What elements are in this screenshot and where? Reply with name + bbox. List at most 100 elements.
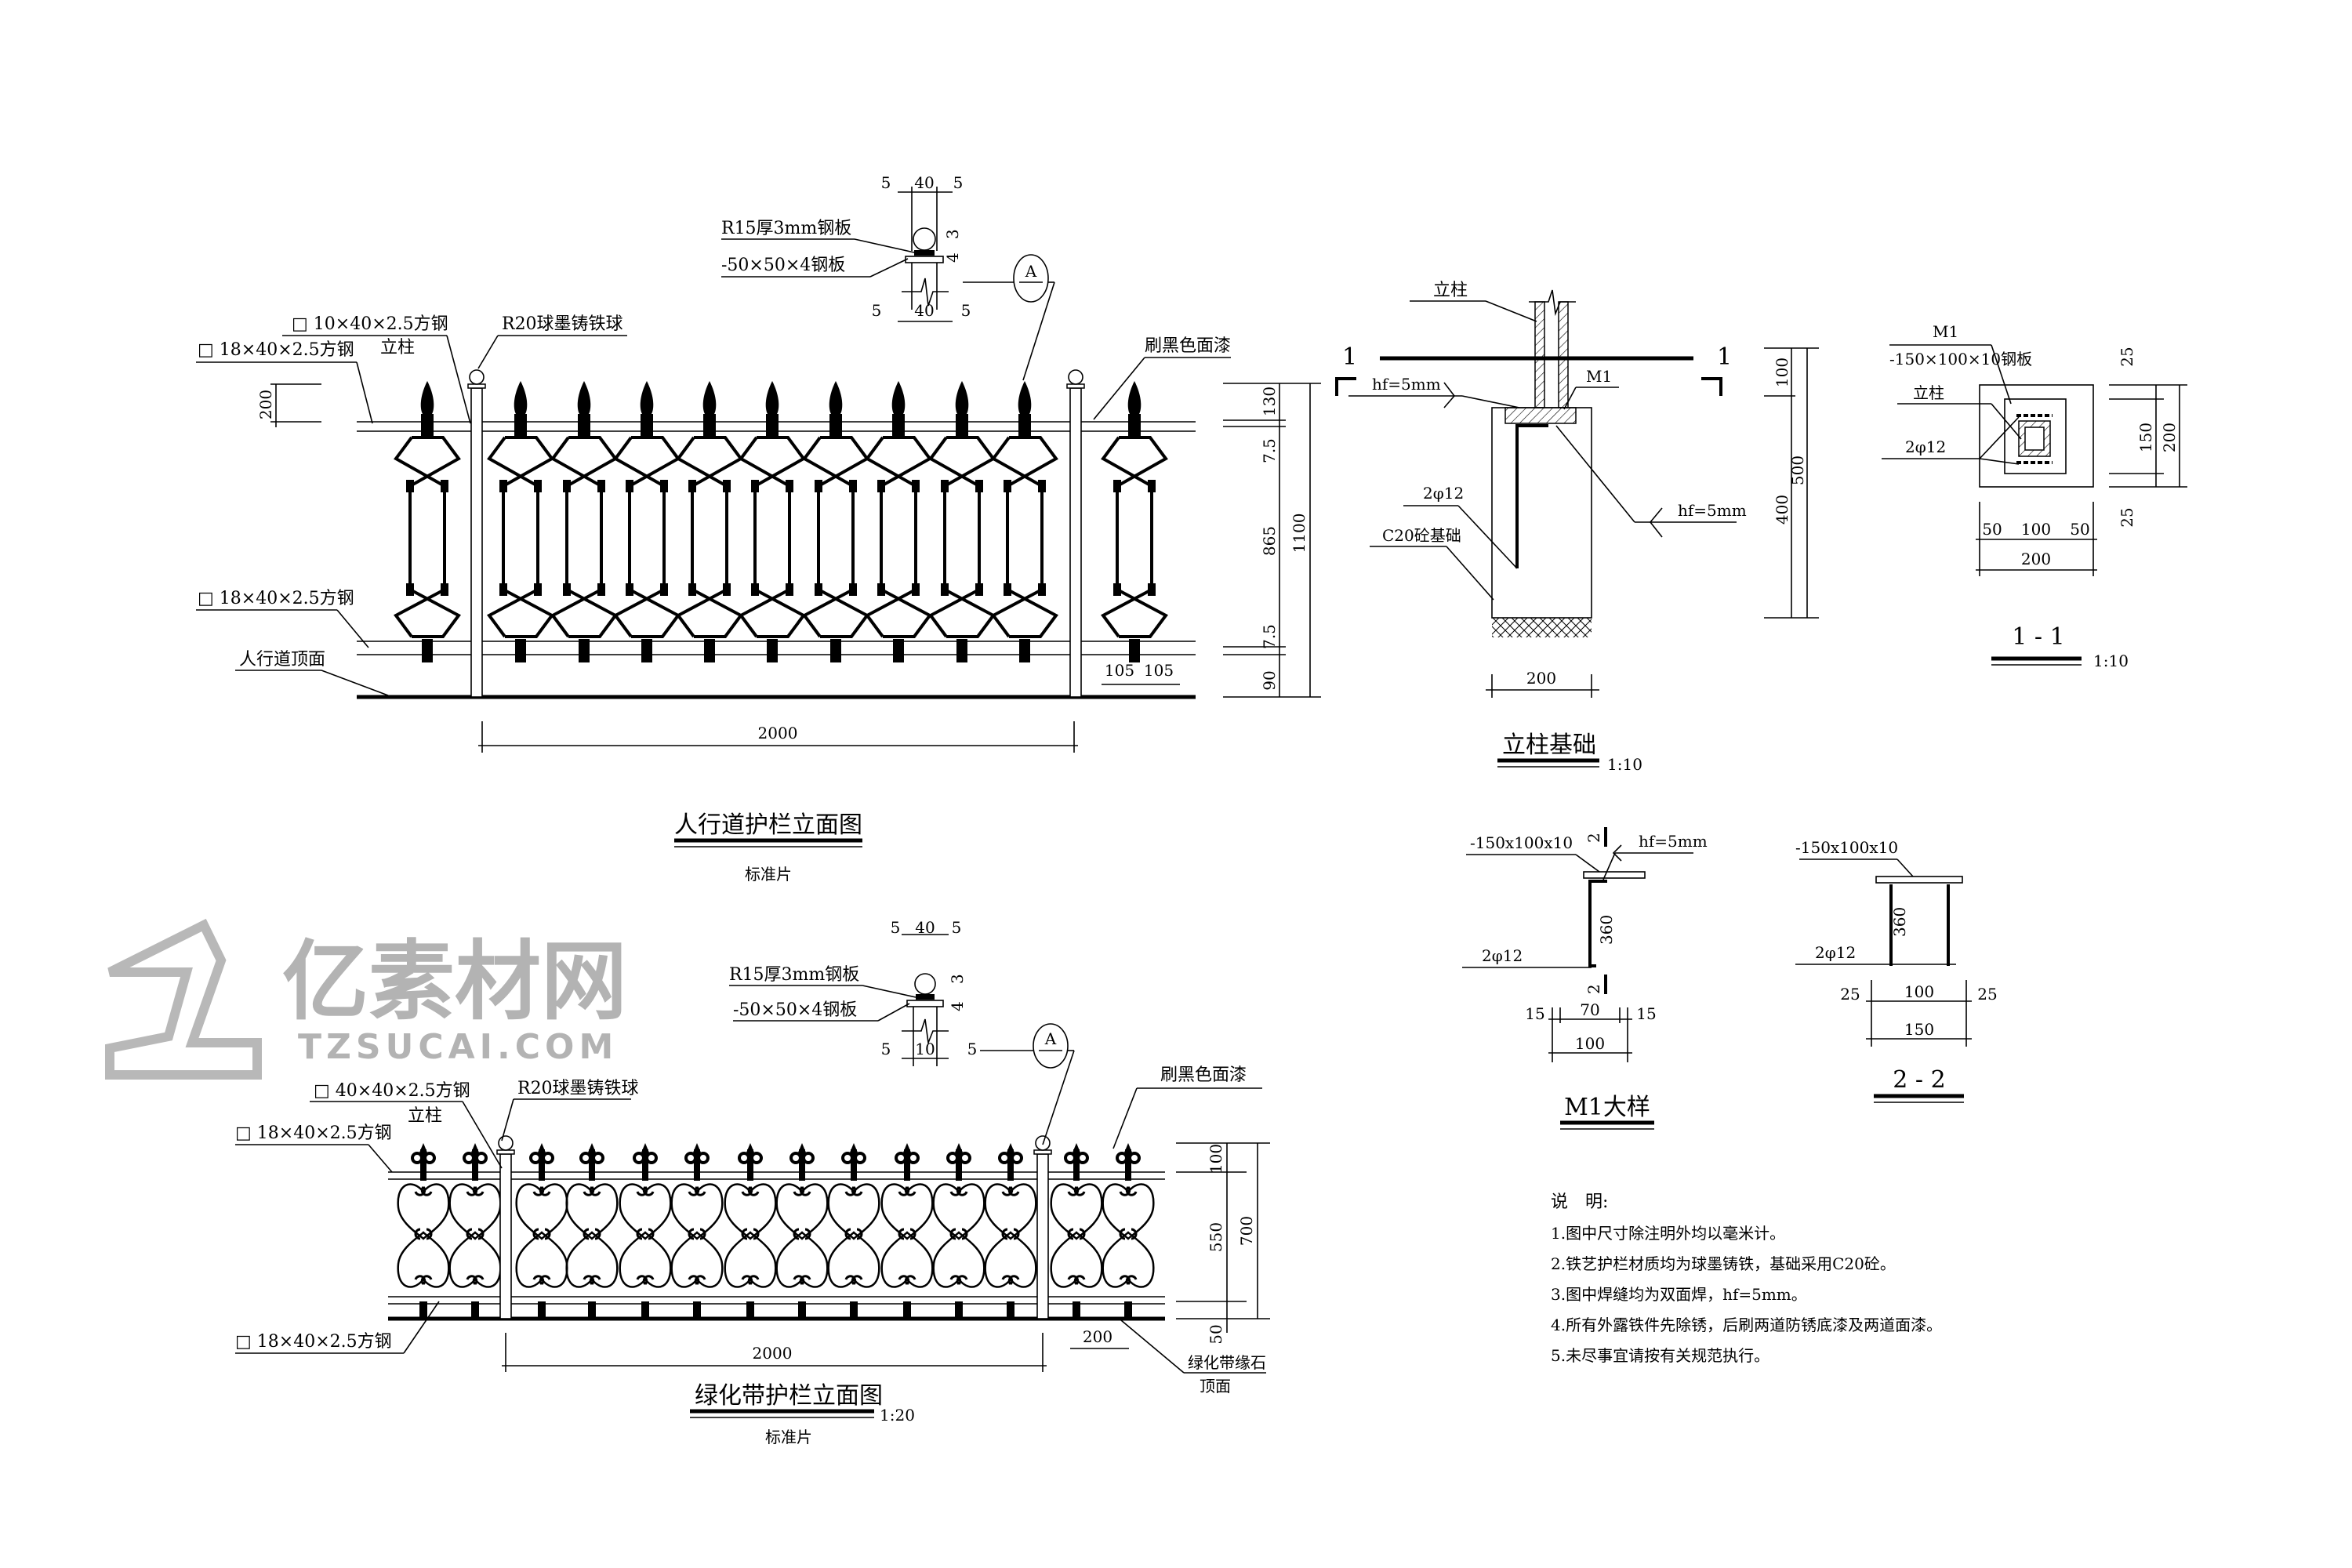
c-scroll [949, 1275, 968, 1286]
lower-detail-dim-10: 10 [915, 1040, 935, 1058]
picket-foot [767, 639, 778, 662]
picket-collar [597, 583, 605, 596]
dim-lower-100: 100 [1207, 1144, 1225, 1174]
c-scroll [636, 1185, 655, 1196]
c-scroll [414, 1275, 433, 1286]
finial-base [578, 414, 590, 437]
fleur-stem [694, 1149, 700, 1181]
label-r15-plate: R15厚3mm钢板 [721, 219, 851, 238]
finial-base [1128, 414, 1141, 437]
fleur-stem [1073, 1149, 1080, 1181]
picket-crossing-top [928, 436, 996, 488]
m1-label-weld: hf=5mm [1639, 832, 1708, 851]
picket-collar [597, 480, 605, 492]
finial-base [1018, 414, 1031, 437]
picket-crossing-top [1101, 436, 1168, 488]
note-1: 1.图中尺寸除注明外均以毫米计。 [1551, 1224, 1785, 1243]
foundation-label-rebar: 2φ12 [1423, 484, 1464, 503]
m1-dim-15-left: 15 [1525, 1004, 1544, 1023]
picket-collar [975, 480, 983, 492]
c-scroll [636, 1228, 655, 1240]
picket-foot [641, 1301, 649, 1317]
heart-scroll-bottom [1050, 1231, 1103, 1288]
foundation-scale: 1:10 [1607, 755, 1642, 774]
picket-foot [1129, 639, 1140, 662]
lower-detail-dim-5a: 5 [891, 918, 901, 937]
notes-heading: 说 明: [1551, 1192, 1608, 1212]
c-scroll [793, 1228, 811, 1240]
c-scroll [1001, 1228, 1020, 1240]
foundation-label-post: 立柱 [1433, 281, 1468, 300]
section-mark-left: 1 [1342, 343, 1357, 371]
lower-callout-a: A [1044, 1029, 1057, 1048]
picket-foot [419, 1301, 427, 1317]
picket-collar [849, 583, 857, 596]
c-scroll [1119, 1185, 1138, 1196]
lower-detail-dim-3: 3 [948, 974, 967, 984]
picket-collar [723, 480, 731, 492]
heart-scroll-bottom [775, 1231, 829, 1288]
label-lower-post: 立柱 [408, 1106, 442, 1126]
picket-foot [1073, 1301, 1080, 1317]
picket-foot [641, 639, 652, 662]
label-post-tube: □ 40×40×2.5方钢 [314, 1081, 470, 1101]
picket-crossing-bottom [1101, 588, 1168, 638]
picket-collar [1004, 480, 1011, 492]
finial-spike [640, 381, 654, 414]
picket-collar [441, 480, 448, 492]
detail-dim-3: 3 [943, 229, 962, 239]
picket-crossing-bottom [928, 588, 996, 638]
picket-collar [563, 480, 571, 492]
s22-dim-25-right: 25 [1977, 985, 1997, 1004]
fleur-stem [539, 1149, 545, 1181]
post-ball [1068, 369, 1083, 385]
picket-collar [1113, 480, 1121, 492]
note-2: 2.铁艺护栏材质均为球墨铸铁，基础采用C20砼。 [1551, 1254, 1896, 1273]
dim-7-5-top: 7.5 [1260, 438, 1279, 463]
finial-spike [765, 381, 779, 414]
s11-title: 1 - 1 [2012, 623, 2064, 651]
finial-base [892, 414, 905, 437]
lower-fence-title: 绿化带护栏立面图 [695, 1382, 883, 1410]
s11-label-rebar: 2φ12 [1905, 437, 1946, 456]
s11-dim-25-top: 25 [2118, 347, 2136, 366]
picket-foot [893, 639, 904, 662]
picket-collar [877, 583, 885, 596]
label-bottom-rail: □ 18×40×2.5方钢 [198, 589, 354, 608]
m1-cut-mark-top: 2 [1584, 833, 1603, 843]
c-scroll [793, 1275, 811, 1286]
picket-collar [441, 583, 448, 596]
fleur-stem [799, 1149, 805, 1181]
picket-collar [1038, 480, 1046, 492]
c-scroll [793, 1185, 811, 1196]
detail-dim-40a: 40 [914, 173, 934, 192]
heart-scroll-bottom [670, 1231, 724, 1288]
fleur-stem [904, 1149, 910, 1181]
c-scroll [636, 1275, 655, 1286]
heart-scroll-top [565, 1183, 619, 1240]
post [1069, 387, 1082, 698]
picket-collar [688, 583, 696, 596]
detail-dim-5a: 5 [881, 173, 891, 192]
picket-collar [660, 480, 668, 492]
picket-collar [815, 583, 822, 596]
picket-crossing-top [991, 436, 1058, 488]
m1-detail: -150x100x10 hf=5mm 2 2 360 2φ12 15 70 15… [1462, 827, 1708, 1130]
picket-collar [849, 480, 857, 492]
finial-base [514, 414, 527, 437]
picket-collar [941, 583, 949, 596]
watermark: 亿素材网 TZSUCAI.COM [105, 918, 627, 1080]
c-scroll [532, 1275, 551, 1286]
c-scroll [844, 1185, 863, 1196]
picket-crossing-bottom [394, 588, 461, 638]
finial-base [641, 414, 653, 437]
dim-105-a: 105 [1105, 661, 1134, 680]
label-ground: 人行道顶面 [239, 650, 325, 670]
picket-collar [1038, 583, 1046, 596]
fleur-stem [1125, 1149, 1131, 1181]
label-top-rail: □ 18×40×2.5方钢 [198, 340, 354, 360]
foundation-title: 立柱基础 [1502, 731, 1596, 759]
picket-foot [850, 1301, 858, 1317]
heart-scroll-bottom [565, 1231, 619, 1288]
lower-label-base-plate: -50×50×4钢板 [733, 1000, 857, 1020]
